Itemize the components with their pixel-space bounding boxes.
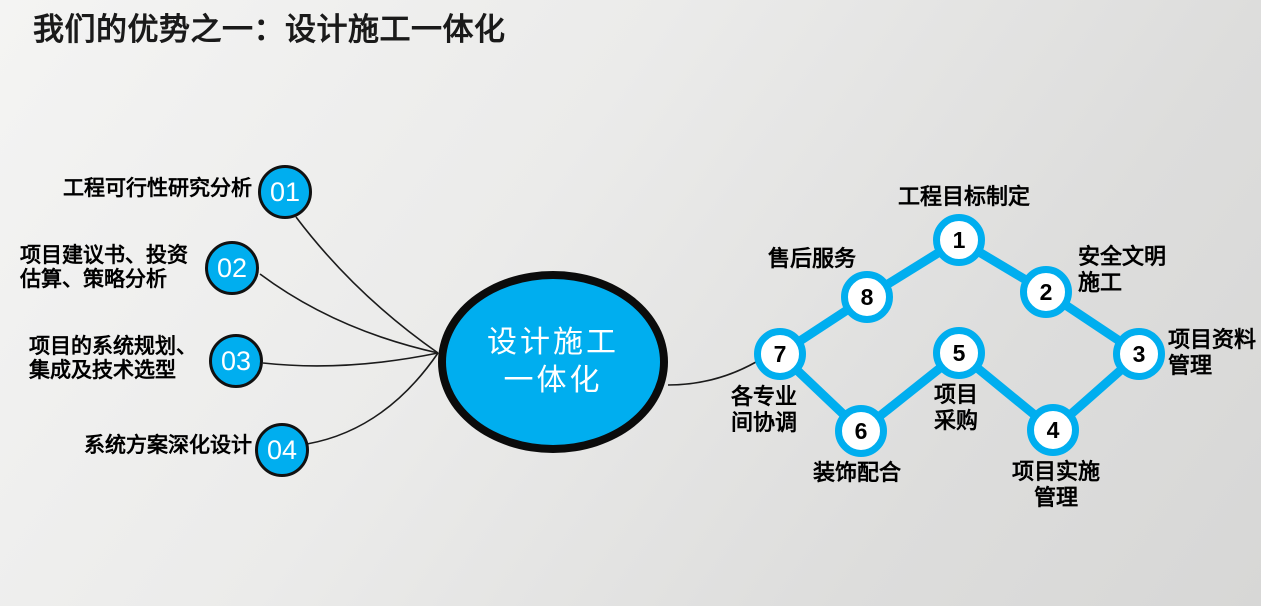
network-node-2: 2	[1020, 266, 1072, 318]
left-item-2-badge: 02	[205, 241, 259, 295]
ellipse-to-network-curve	[667, 361, 757, 386]
left-item-3-badge: 03	[209, 334, 263, 388]
network-node-8-number: 8	[860, 283, 874, 310]
left-connector-curves	[259, 216, 757, 445]
network-node-3-label: 项目资料 管理	[1168, 327, 1257, 378]
network-node-4-label: 项目实施 管理	[1011, 459, 1100, 510]
network-node-3-number: 3	[1132, 340, 1146, 367]
left-item-1-label: 工程可行性研究分析	[63, 177, 252, 200]
network-node-6-number: 6	[854, 417, 868, 444]
network-node-8-label: 售后服务	[768, 246, 857, 271]
left-item-1-badge: 01	[258, 165, 312, 219]
network-node-2-label: 安全文明 施工	[1078, 244, 1167, 295]
network-node-2-number: 2	[1039, 278, 1053, 305]
left-item-2-label: 项目建议书、投资 估算、策略分析	[20, 244, 188, 291]
network-node-7-label: 各专业 间协调	[731, 384, 798, 435]
network-node-8: 8	[841, 271, 893, 323]
left-item-4-label: 系统方案深化设计	[84, 434, 252, 457]
network-node-1-number: 1	[952, 226, 966, 253]
network-node-5-label: 项目 采购	[933, 382, 978, 433]
network-node-3: 3	[1113, 328, 1165, 380]
center-ellipse: 设计施工 一体化	[438, 271, 668, 453]
network-node-7: 7	[754, 328, 806, 380]
network-node-6-label: 装饰配合	[813, 460, 902, 485]
network-node-7-number: 7	[773, 340, 787, 367]
network-node-5-number: 5	[952, 339, 966, 366]
network-node-4-number: 4	[1046, 416, 1060, 443]
left-item-3-label: 项目的系统规划、 集成及技术选型	[29, 335, 197, 382]
center-ellipse-label: 设计施工 一体化	[487, 326, 619, 397]
page-title: 我们的优势之一：设计施工一体化	[33, 12, 506, 47]
network-node-1: 1	[933, 214, 985, 266]
network-node-6: 6	[835, 405, 887, 457]
network-node-4: 4	[1027, 404, 1079, 456]
network-node-5: 5	[933, 327, 985, 379]
left-item-4-badge: 04	[255, 423, 309, 477]
network-node-1-label: 工程目标制定	[898, 184, 1031, 209]
